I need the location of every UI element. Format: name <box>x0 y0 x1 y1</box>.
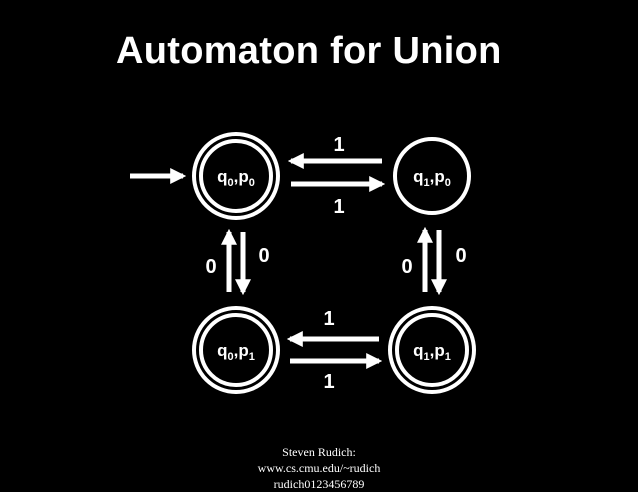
transition-label: 1 <box>333 196 344 218</box>
state-label-sub1: 0 <box>228 351 234 363</box>
author-credit: Steven Rudich: www.cs.cmu.edu/~rudich ru… <box>0 444 638 492</box>
transition-label: 0 <box>205 256 216 278</box>
state-label-comma: , <box>234 167 239 186</box>
transition-label: 0 <box>258 245 269 267</box>
state-label-sub2: 1 <box>249 351 255 363</box>
state-ring <box>393 137 471 215</box>
state-label-sub1: 1 <box>424 351 430 363</box>
state-label-sub2: 0 <box>445 177 451 189</box>
transition-label: 0 <box>401 256 412 278</box>
state-label-base1: q <box>217 341 227 360</box>
state-label-base1: q <box>413 341 423 360</box>
state-q0p0: q0,p0 <box>192 132 280 220</box>
state-outer-ring <box>192 306 280 394</box>
state-label-base1: q <box>413 167 423 186</box>
state-inner-ring <box>395 313 469 387</box>
state-label-base2: p <box>238 167 248 186</box>
transition-label: 0 <box>455 245 466 267</box>
state-label-sub2: 0 <box>249 177 255 189</box>
slide-title: Automaton for Union <box>116 30 502 72</box>
state-q0p1: q0,p1 <box>192 306 280 394</box>
state-label-base1: q <box>217 167 227 186</box>
state-inner-ring <box>199 313 273 387</box>
state-outer-ring <box>388 306 476 394</box>
state-q1p0: q1,p0 <box>393 137 471 215</box>
state-label-base2: p <box>434 341 444 360</box>
state-q1p1: q1,p1 <box>388 306 476 394</box>
state-label-sub1: 1 <box>424 177 430 189</box>
state-inner-ring <box>199 139 273 213</box>
state-label-sub2: 1 <box>445 351 451 363</box>
state-label-sub1: 0 <box>228 177 234 189</box>
state-outer-ring <box>192 132 280 220</box>
state-label-comma: , <box>234 341 239 360</box>
transition-label: 1 <box>323 371 334 393</box>
transition-label: 1 <box>333 134 344 156</box>
state-label: q0,p1 <box>217 341 255 363</box>
state-label-base2: p <box>434 167 444 186</box>
state-label-comma: , <box>430 341 435 360</box>
state-label: q1,p0 <box>413 167 451 189</box>
state-label: q1,p1 <box>413 341 451 363</box>
transition-label: 1 <box>323 308 334 330</box>
credit-name: Steven Rudich: <box>282 445 356 459</box>
state-label-comma: , <box>430 167 435 186</box>
state-label-base2: p <box>238 341 248 360</box>
state-label: q0,p0 <box>217 167 255 189</box>
credit-extra: rudich0123456789 <box>273 477 365 491</box>
credit-url: www.cs.cmu.edu/~rudich <box>257 461 381 475</box>
